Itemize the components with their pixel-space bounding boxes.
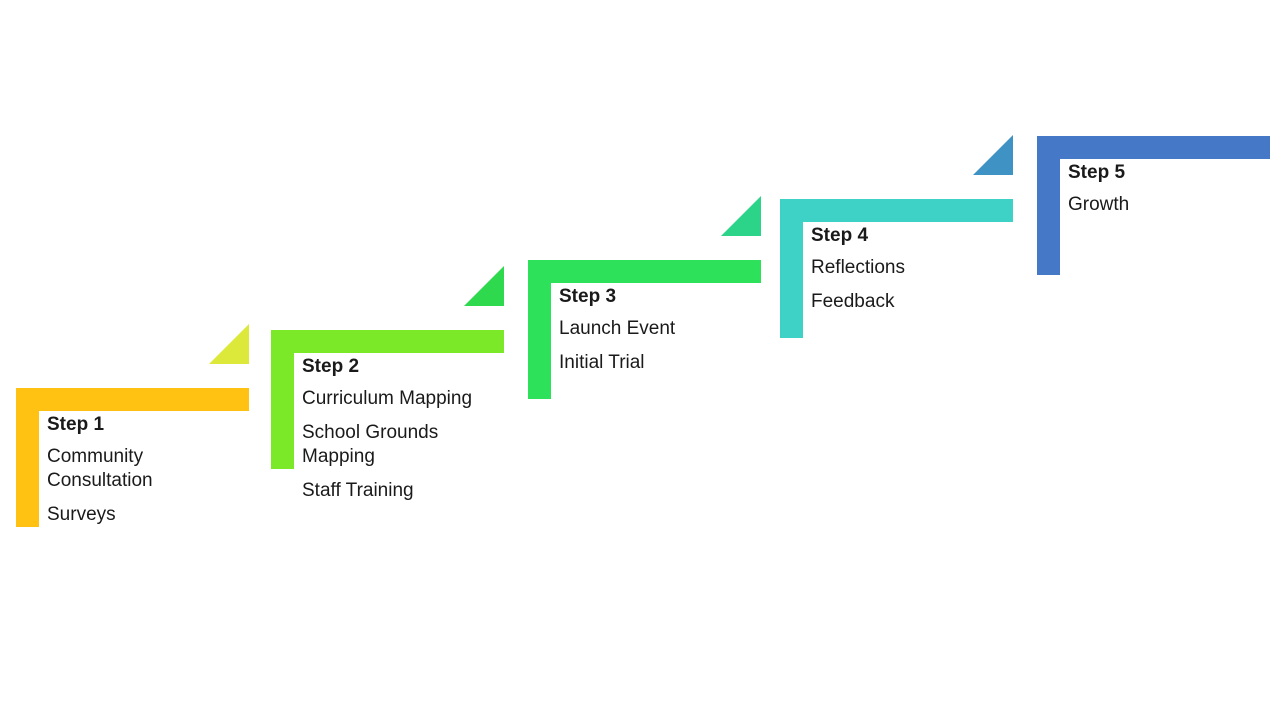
step-2-item: School Grounds Mapping [302, 422, 439, 467]
arrow-up-right-icon [973, 135, 1013, 175]
step-2-vertical-bar [271, 330, 294, 469]
step-3-item: Initial Trial [559, 352, 645, 373]
arrow-up-right-icon [721, 196, 761, 236]
step-5-horizontal-bar [1037, 136, 1270, 159]
step-1-vertical-bar [16, 388, 39, 527]
step-3-text-block: Step 3 Launch Event Initial Trial [559, 285, 752, 385]
step-5-text-block: Step 5 Growth [1068, 161, 1261, 227]
step-1-item: Surveys [47, 504, 116, 525]
step-3-title: Step 3 [559, 286, 617, 307]
step-4-item: Feedback [811, 291, 895, 312]
step-4-text-block: Step 4 Reflections Feedback [811, 224, 1004, 324]
step-5-item: Growth [1068, 194, 1130, 215]
step-3-vertical-bar [528, 260, 551, 399]
step-1-title: Step 1 [47, 414, 105, 435]
step-3-horizontal-bar [528, 260, 761, 283]
step-4-horizontal-bar [780, 199, 1013, 222]
step-2-item: Staff Training [302, 480, 414, 501]
step-2-horizontal-bar [271, 330, 504, 353]
step-2-text-block: Step 2 Curriculum Mapping School Grounds… [302, 355, 495, 513]
step-5-title: Step 5 [1068, 162, 1126, 183]
step-1-text-block: Step 1 Community Consultation Surveys [47, 413, 240, 537]
arrow-up-right-icon [209, 324, 249, 364]
step-1-item: Community Consultation [47, 446, 153, 491]
step-4-vertical-bar [780, 199, 803, 338]
step-4-item: Reflections [811, 257, 905, 278]
step-2-item: Curriculum Mapping [302, 388, 473, 409]
step-1-horizontal-bar [16, 388, 249, 411]
step-5-vertical-bar [1037, 136, 1060, 275]
arrow-up-right-icon [464, 266, 504, 306]
step-2-title: Step 2 [302, 356, 360, 377]
step-3-item: Launch Event [559, 318, 676, 339]
step-4-title: Step 4 [811, 225, 869, 246]
